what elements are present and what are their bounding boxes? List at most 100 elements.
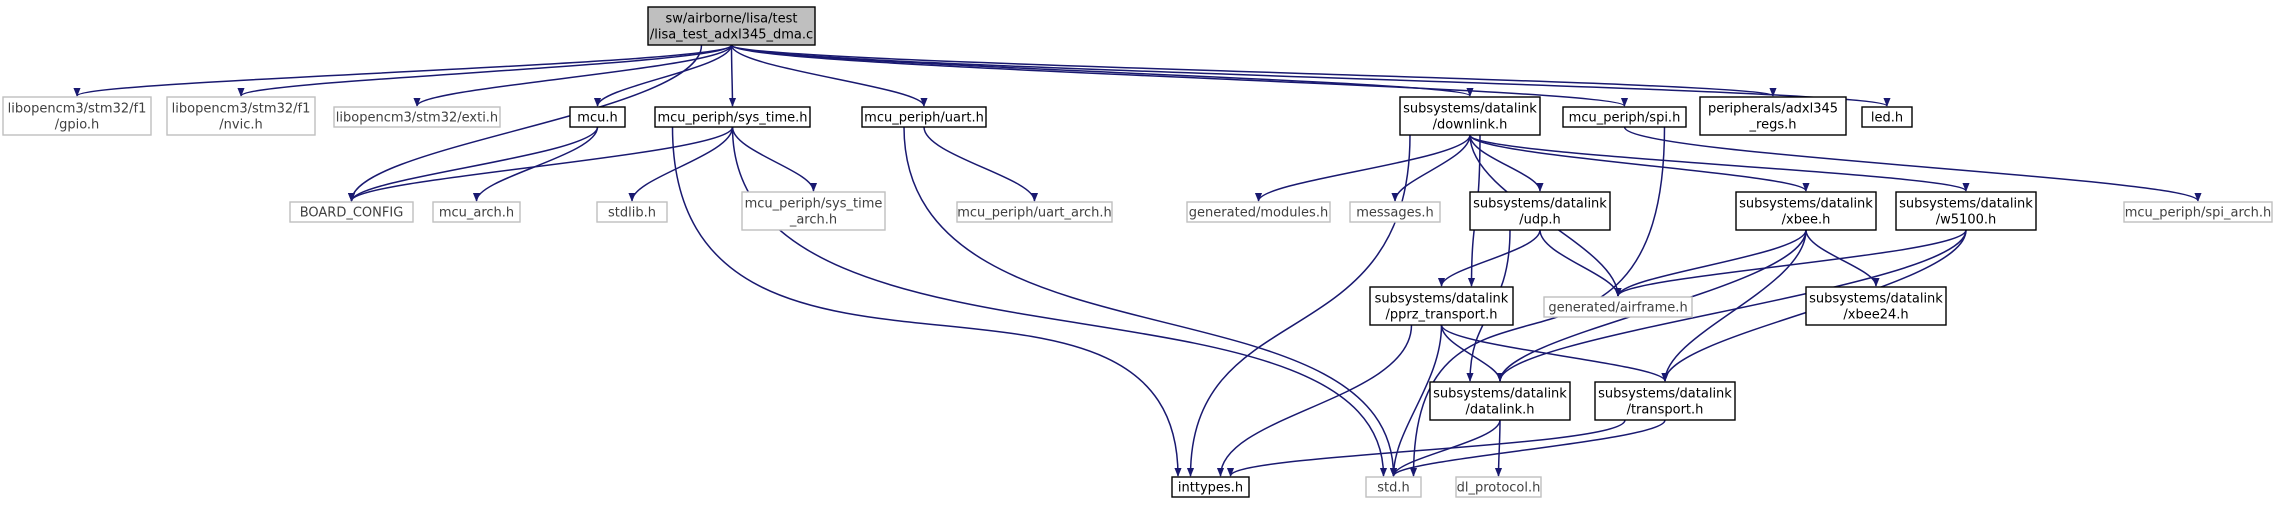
node-label-line: mcu_periph/sys_time.h <box>657 111 807 126</box>
node-board-config[interactable]: BOARD_CONFIG <box>289 201 414 223</box>
edge-arrow <box>1389 419 1501 477</box>
edge-udp-to-gen_airframe <box>1539 229 1622 297</box>
edge-pprz-to-inttypes <box>1216 324 1413 477</box>
edge-root-to-downlink <box>730 44 1474 97</box>
node-mcu-arch[interactable]: mcu_arch.h <box>432 201 521 223</box>
edge-arrow <box>1805 229 1880 287</box>
node-box <box>1186 201 1331 223</box>
node-box <box>1171 476 1250 498</box>
edge-arrow <box>237 44 733 97</box>
node-exti[interactable]: libopencm3/stm32/exti.h <box>333 106 501 128</box>
node-nvic[interactable]: libopencm3/stm32/f1/nvic.h <box>166 96 316 136</box>
node-datalink[interactable]: subsystems/datalink/datalink.h <box>1429 381 1571 421</box>
node-adxl-regs[interactable]: peripherals/adxl345_regs.h <box>1699 96 1847 136</box>
edge-uart-to-uart_arch <box>923 126 1039 202</box>
edge-arrow <box>730 44 1777 97</box>
edge-downlink-to-w5100 <box>1469 134 1970 192</box>
edge-arrow <box>1254 134 1471 202</box>
node-box <box>1455 476 1542 498</box>
node-label-line: mcu_periph/uart.h <box>864 111 984 126</box>
edge-arrow <box>593 44 733 107</box>
node-sys-time-arch[interactable]: mcu_periph/sys_time_arch.h <box>741 191 886 231</box>
node-messages[interactable]: messages.h <box>1349 201 1441 223</box>
edge-arrow <box>628 126 734 202</box>
node-downlink[interactable]: subsystems/datalink/downlink.h <box>1399 96 1541 136</box>
edge-arrow <box>1437 229 1541 287</box>
node-label-line: libopencm3/stm32/exti.h <box>336 111 498 126</box>
node-inttypes[interactable]: inttypes.h <box>1171 476 1250 498</box>
node-gen-modules[interactable]: generated/modules.h <box>1186 201 1331 223</box>
node-label-line: /udp.h <box>1519 213 1561 228</box>
node-root[interactable]: sw/airborne/lisa/test/lisa_test_adxl345_… <box>647 6 816 46</box>
edge-root-to-mcu <box>593 44 733 107</box>
node-spi[interactable]: mcu_periph/spi.h <box>1562 106 1687 128</box>
node-gpio[interactable]: libopencm3/stm32/f1/gpio.h <box>2 96 152 136</box>
node-label-line: /downlink.h <box>1433 118 1508 133</box>
node-xbee[interactable]: subsystems/datalink/xbee.h <box>1735 191 1877 231</box>
edge-root-to-sys_time <box>728 44 737 107</box>
node-label-line: dl_protocol.h <box>1457 481 1541 496</box>
edge-arrow <box>1469 134 1970 192</box>
node-transport[interactable]: subsystems/datalink/transport.h <box>1594 381 1736 421</box>
edge-root-to-gpio <box>73 44 733 97</box>
node-pprz[interactable]: subsystems/datalink/pprz_transport.h <box>1369 286 1514 326</box>
edges-layer <box>73 44 2202 477</box>
edge-sys_time-to-inttypes <box>671 126 1182 477</box>
edge-arrow <box>1539 229 1622 297</box>
edge-transport-to-std <box>1390 419 1666 477</box>
edge-downlink-to-messages <box>1391 134 1471 202</box>
edge-downlink-to-xbee <box>1469 134 1810 192</box>
node-gen-airframe[interactable]: generated/airframe.h <box>1543 296 1693 318</box>
node-label-line: mcu_periph/sys_time <box>745 197 883 212</box>
node-box <box>741 191 886 231</box>
edge-root-to-board_config <box>347 44 703 202</box>
node-uart[interactable]: mcu_periph/uart.h <box>861 106 987 128</box>
node-box <box>166 96 316 136</box>
edge-arrow <box>730 44 1474 97</box>
node-box <box>1805 286 1947 326</box>
node-box <box>1562 106 1687 128</box>
edge-xbee-to-gen_airframe <box>1614 229 1807 297</box>
node-box <box>569 106 626 128</box>
node-udp[interactable]: subsystems/datalink/udp.h <box>1469 191 1611 231</box>
node-box <box>432 201 521 223</box>
node-led[interactable]: led.h <box>1861 106 1913 128</box>
node-mcu[interactable]: mcu.h <box>569 106 626 128</box>
node-label-line: messages.h <box>1356 206 1434 221</box>
node-dl-protocol[interactable]: dl_protocol.h <box>1455 476 1542 498</box>
node-label-line: peripherals/adxl345 <box>1708 102 1838 117</box>
node-box <box>654 106 811 128</box>
edge-xbee-to-xbee24 <box>1805 229 1880 287</box>
node-label-line: /lisa_test_adxl345_dma.c <box>650 28 813 43</box>
node-box <box>1365 476 1422 498</box>
node-uart-arch[interactable]: mcu_periph/uart_arch.h <box>956 201 1113 223</box>
edge-arrow <box>923 126 1039 202</box>
node-w5100[interactable]: subsystems/datalink/w5100.h <box>1895 191 2037 231</box>
node-std[interactable]: std.h <box>1365 476 1422 498</box>
edge-uart-to-std <box>903 126 1398 477</box>
node-box <box>1369 286 1514 326</box>
edge-root-to-uart <box>730 44 928 107</box>
node-box <box>1895 191 2037 231</box>
edge-arrow <box>1614 229 1967 297</box>
edge-arrow <box>671 126 1182 477</box>
node-box <box>1861 106 1913 128</box>
node-label-line: generated/airframe.h <box>1548 301 1687 316</box>
node-label-line: BOARD_CONFIG <box>300 206 404 221</box>
edge-downlink-to-gen_modules <box>1254 134 1471 202</box>
edge-spi-to-std <box>1409 126 1666 477</box>
node-label-line: subsystems/datalink <box>1739 197 1873 212</box>
edge-arrow <box>1409 126 1666 477</box>
edge-pprz-to-transport <box>1440 324 1669 382</box>
node-box <box>647 6 816 46</box>
node-spi-arch[interactable]: mcu_periph/spi_arch.h <box>2123 201 2273 223</box>
edge-datalink-to-std <box>1389 419 1501 477</box>
node-label-line: led.h <box>1871 111 1903 126</box>
node-stdlib[interactable]: stdlib.h <box>596 201 668 223</box>
edge-pprz-to-datalink <box>1440 324 1504 382</box>
node-box <box>1349 201 1441 223</box>
node-sys-time[interactable]: mcu_periph/sys_time.h <box>654 106 811 128</box>
node-xbee24[interactable]: subsystems/datalink/xbee24.h <box>1805 286 1947 326</box>
edge-arrow <box>347 126 599 202</box>
